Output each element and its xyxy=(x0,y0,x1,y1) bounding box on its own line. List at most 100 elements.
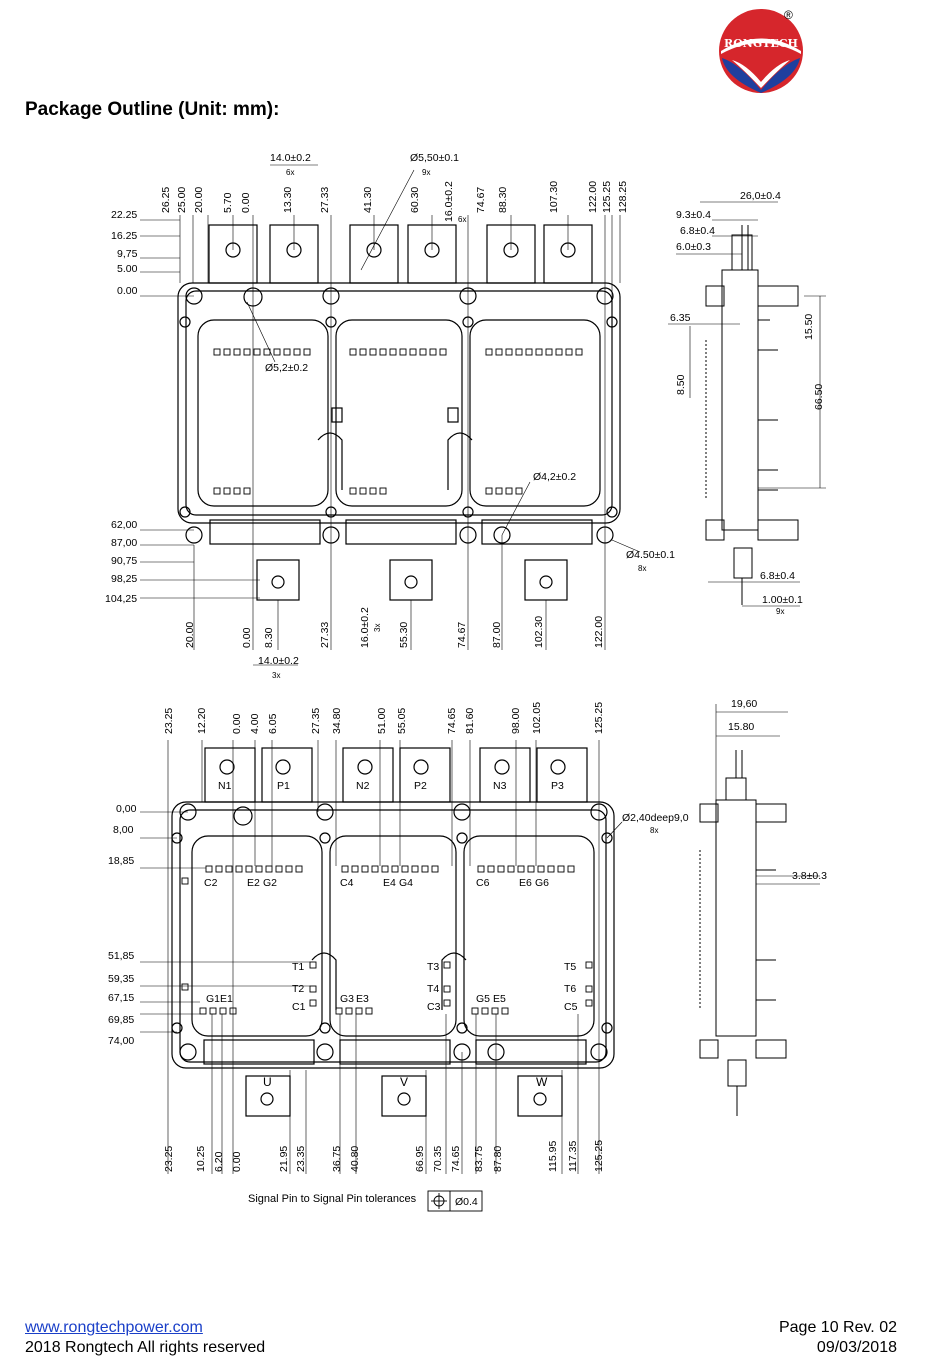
svg-text:G6: G6 xyxy=(535,877,549,889)
side-view-2 xyxy=(699,750,787,1116)
svg-text:51.00: 51.00 xyxy=(376,708,388,734)
svg-text:125.25: 125.25 xyxy=(593,702,605,734)
svg-text:3x: 3x xyxy=(272,671,280,680)
svg-text:69,85: 69,85 xyxy=(108,1014,134,1026)
svg-text:60.30: 60.30 xyxy=(409,187,421,213)
svg-text:74.67: 74.67 xyxy=(456,622,468,648)
pin-view-labels: 23.25 12.20 0.00 4.00 6.05 27.35 34.80 5… xyxy=(108,702,689,1172)
svg-text:27.33: 27.33 xyxy=(319,622,331,648)
svg-text:C5: C5 xyxy=(564,1001,578,1013)
page-title: Package Outline (Unit: mm): xyxy=(25,99,280,120)
svg-text:66.50: 66.50 xyxy=(813,384,825,410)
svg-text:5.00: 5.00 xyxy=(117,263,138,275)
svg-text:26.25: 26.25 xyxy=(160,187,172,213)
svg-text:G5: G5 xyxy=(476,993,490,1005)
svg-text:15.50: 15.50 xyxy=(803,314,815,340)
svg-text:40.80: 40.80 xyxy=(349,1146,361,1172)
svg-text:6x: 6x xyxy=(286,168,294,177)
svg-text:117.35: 117.35 xyxy=(567,1141,579,1172)
side-view-1 xyxy=(705,225,799,605)
svg-text:N1: N1 xyxy=(218,780,232,792)
svg-text:N3: N3 xyxy=(493,780,507,792)
svg-text:0,00: 0,00 xyxy=(116,803,137,815)
svg-text:6x: 6x xyxy=(458,215,466,224)
svg-text:125.25: 125.25 xyxy=(593,1140,605,1172)
svg-text:14.0±0.2: 14.0±0.2 xyxy=(258,655,299,667)
svg-text:C3: C3 xyxy=(427,1001,441,1013)
document-date: 09/03/2018 xyxy=(816,1339,897,1356)
svg-text:G4: G4 xyxy=(399,877,413,889)
svg-text:6.20: 6.20 xyxy=(213,1151,225,1172)
svg-text:T3: T3 xyxy=(427,961,439,973)
svg-text:12.20: 12.20 xyxy=(196,708,208,734)
svg-text:P3: P3 xyxy=(551,780,564,792)
svg-text:4.00: 4.00 xyxy=(249,713,261,734)
svg-text:19,60: 19,60 xyxy=(731,698,757,710)
svg-text:G1: G1 xyxy=(206,993,220,1005)
svg-text:34.80: 34.80 xyxy=(331,708,343,734)
svg-text:55.05: 55.05 xyxy=(396,708,408,734)
svg-text:P2: P2 xyxy=(414,780,427,792)
svg-text:23.35: 23.35 xyxy=(295,1146,307,1172)
svg-text:0.00: 0.00 xyxy=(231,713,243,734)
svg-text:8.30: 8.30 xyxy=(263,627,275,648)
svg-text:3x: 3x xyxy=(373,624,382,632)
svg-text:125.25: 125.25 xyxy=(601,181,613,213)
svg-text:74,00: 74,00 xyxy=(108,1035,134,1047)
top-view-outline xyxy=(177,224,621,601)
copyright: 2018 Rongtech All rights reserved xyxy=(25,1339,266,1356)
svg-text:E1: E1 xyxy=(220,993,233,1005)
svg-text:36.75: 36.75 xyxy=(331,1146,343,1172)
svg-text:59,35: 59,35 xyxy=(108,973,134,985)
svg-text:E4: E4 xyxy=(383,877,396,889)
svg-text:6.35: 6.35 xyxy=(670,312,691,324)
svg-text:U: U xyxy=(263,1075,272,1089)
svg-text:15.80: 15.80 xyxy=(728,721,754,733)
svg-text:87.80: 87.80 xyxy=(492,1146,504,1172)
svg-text:C2: C2 xyxy=(204,877,218,889)
svg-text:Ø5,50±0.1: Ø5,50±0.1 xyxy=(410,152,459,164)
svg-text:83.75: 83.75 xyxy=(473,1146,485,1172)
svg-text:98,25: 98,25 xyxy=(111,573,137,585)
svg-text:74.67: 74.67 xyxy=(475,187,487,213)
svg-text:26,0±0.4: 26,0±0.4 xyxy=(740,190,781,202)
svg-text:E3: E3 xyxy=(356,993,369,1005)
svg-text:0.00: 0.00 xyxy=(240,192,252,213)
svg-text:Ø4.50±0.1: Ø4.50±0.1 xyxy=(626,549,675,561)
svg-text:E6: E6 xyxy=(519,877,532,889)
svg-text:E2: E2 xyxy=(247,877,260,889)
page-number: Page 10 Rev. 02 xyxy=(778,1319,897,1336)
svg-text:74.65: 74.65 xyxy=(450,1146,462,1172)
svg-text:27.35: 27.35 xyxy=(310,708,322,734)
pin-view-outline xyxy=(171,747,615,1117)
website-link[interactable]: www.rongtechpower.com xyxy=(25,1319,203,1336)
svg-text:62,00: 62,00 xyxy=(111,519,137,531)
pin-view-dimension-lines xyxy=(140,740,623,1174)
svg-text:9x: 9x xyxy=(422,168,430,177)
side-view-1-labels: 26,0±0.4 9.3±0.4 6.8±0.4 6.0±0.3 6.35 15… xyxy=(670,190,825,616)
svg-text:0.00: 0.00 xyxy=(241,627,253,648)
svg-text:V: V xyxy=(400,1075,408,1089)
svg-text:13.30: 13.30 xyxy=(282,187,294,213)
svg-text:9x: 9x xyxy=(776,607,784,616)
svg-text:10.25: 10.25 xyxy=(195,1146,207,1172)
svg-text:88.30: 88.30 xyxy=(497,187,509,213)
svg-text:6.05: 6.05 xyxy=(267,713,279,734)
svg-text:1.00±0.1: 1.00±0.1 xyxy=(762,594,803,606)
svg-text:P1: P1 xyxy=(277,780,290,792)
svg-text:16.0±0.2: 16.0±0.2 xyxy=(443,181,455,222)
side-view-1-dimension-lines xyxy=(668,201,826,607)
svg-text:115.95: 115.95 xyxy=(547,1141,559,1172)
footer-right: Page 10 Rev. 02 09/03/2018 xyxy=(779,1318,897,1358)
svg-text:20.00: 20.00 xyxy=(193,187,205,213)
svg-text:N2: N2 xyxy=(356,780,370,792)
svg-text:W: W xyxy=(536,1075,548,1089)
svg-text:8x: 8x xyxy=(650,826,658,835)
svg-text:T6: T6 xyxy=(564,983,576,995)
svg-text:51,85: 51,85 xyxy=(108,950,134,962)
svg-text:C4: C4 xyxy=(340,877,354,889)
svg-text:9.3±0.4: 9.3±0.4 xyxy=(676,209,711,221)
svg-text:C1: C1 xyxy=(292,1001,306,1013)
svg-text:55.30: 55.30 xyxy=(398,622,410,648)
tolerance-symbol: Ø0.4 xyxy=(455,1196,478,1208)
